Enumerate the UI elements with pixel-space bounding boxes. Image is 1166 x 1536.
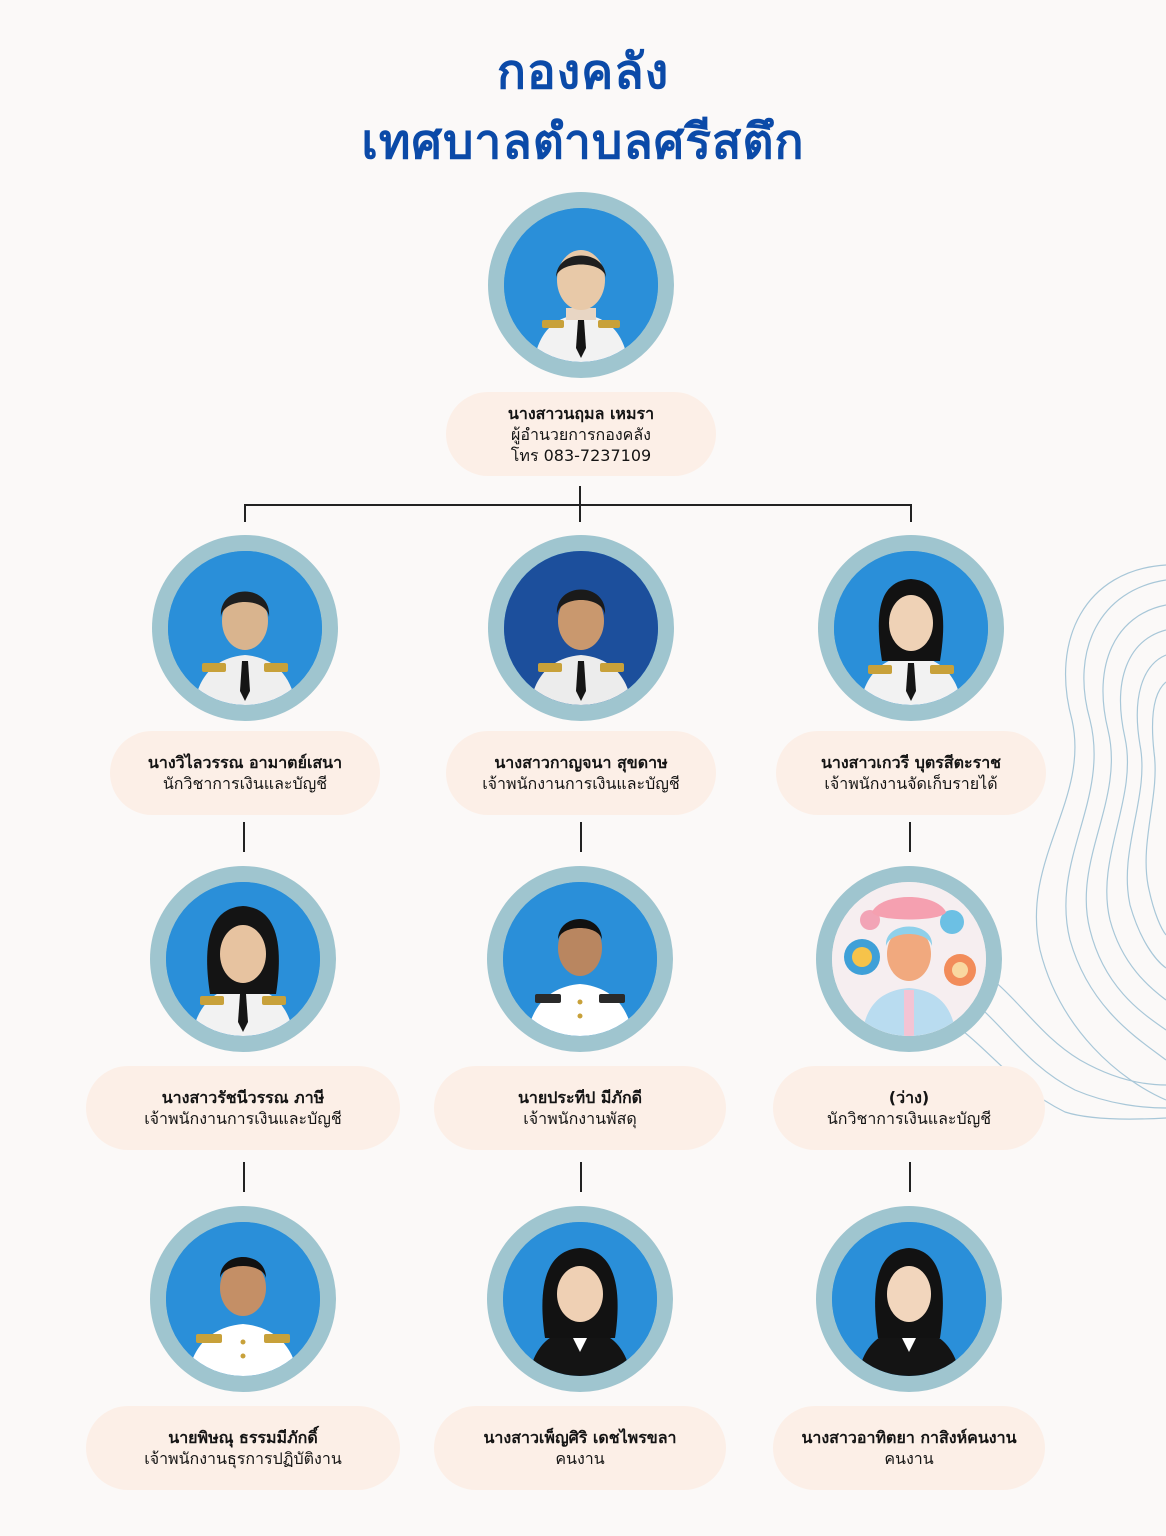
avatar — [816, 866, 1002, 1052]
avatar — [150, 1206, 336, 1392]
connector-line — [243, 822, 245, 852]
staff-node: นางสาวกาญจนา สุขดาษ เจ้าพนักงานการเงินแล… — [446, 535, 716, 815]
person-card: (ว่าง) นักวิชาการเงินและบัญชี — [773, 1066, 1045, 1150]
staff-node: นายประทีป มีภักดี เจ้าพนักงานพัสดุ — [434, 866, 726, 1150]
person-phone: โทร 083-7237109 — [510, 445, 652, 465]
avatar — [488, 535, 674, 721]
connector-line — [244, 504, 911, 506]
person-card: นางสาวเกวรี บุตรสีตะราช เจ้าพนักงานจัดเก… — [776, 731, 1046, 815]
portrait-photo — [503, 1222, 657, 1376]
person-card: นางสาวอาทิตยา กาสิงห์คนงาน คนงาน — [773, 1406, 1045, 1490]
person-role: ผู้อำนวยการกองคลัง — [511, 424, 651, 444]
person-name: นางสาวรัชนีวรรณ ภาษี — [161, 1088, 325, 1107]
person-name: นางสาวเกวรี บุตรสีตะราช — [820, 753, 1002, 772]
person-card: นางสาวเพ็ญศิริ เดชไพรขลา คนงาน — [434, 1406, 726, 1490]
portrait-photo — [168, 551, 322, 705]
staff-node: (ว่าง) นักวิชาการเงินและบัญชี — [773, 866, 1045, 1150]
page-title: กองคลัง — [496, 44, 670, 100]
avatar — [487, 866, 673, 1052]
connector-line — [909, 822, 911, 852]
avatar — [150, 866, 336, 1052]
person-role: เจ้าพนักงานธุรการปฏิบัติงาน — [144, 1449, 342, 1468]
avatar — [816, 1206, 1002, 1392]
person-role: เจ้าพนักงานการเงินและบัญชี — [144, 1109, 342, 1128]
portrait-photo — [504, 208, 658, 362]
person-name: นางสาวกาญจนา สุขดาษ — [494, 753, 668, 772]
person-role: เจ้าพนักงานการเงินและบัญชี — [482, 774, 680, 793]
staff-node: นางสาวอาทิตยา กาสิงห์คนงาน คนงาน — [773, 1206, 1045, 1490]
staff-node: นางสาวรัชนีวรรณ ภาษี เจ้าพนักงานการเงินแ… — [86, 866, 400, 1150]
staff-node: นางวิไลวรรณ อามาตย์เสนา นักวิชาการเงินแล… — [110, 535, 380, 815]
connector-line — [580, 822, 582, 852]
person-name: นายพิษณุ ธรรมมีภักดิ์ — [168, 1428, 318, 1447]
person-name: นางวิไลวรรณ อามาตย์เสนา — [147, 753, 343, 772]
person-card: นางสาวรัชนีวรรณ ภาษี เจ้าพนักงานการเงินแ… — [86, 1066, 400, 1150]
person-card: นายพิษณุ ธรรมมีภักดิ์ เจ้าพนักงานธุรการป… — [86, 1406, 400, 1490]
page-subtitle: เทศบาลตำบลศรีสตึก — [361, 114, 805, 170]
avatar — [152, 535, 338, 721]
portrait-photo — [832, 1222, 986, 1376]
connector-line — [243, 1162, 245, 1192]
person-card: นางสาวนฤมล เหมรา ผู้อำนวยการกองคลัง โทร … — [446, 392, 716, 476]
avatar — [487, 1206, 673, 1392]
person-card: นางวิไลวรรณ อามาตย์เสนา นักวิชาการเงินแล… — [110, 731, 380, 815]
person-role: นักวิชาการเงินและบัญชี — [162, 774, 328, 793]
portrait-photo — [503, 882, 657, 1036]
person-role: คนงาน — [884, 1449, 934, 1468]
person-role: เจ้าพนักงานจัดเก็บรายได้ — [824, 774, 998, 793]
connector-line — [909, 1162, 911, 1192]
person-card: นางสาวกาญจนา สุขดาษ เจ้าพนักงานการเงินแล… — [446, 731, 716, 815]
vacant-illustration — [832, 882, 986, 1036]
portrait-photo — [834, 551, 988, 705]
person-role: นักวิชาการเงินและบัญชี — [826, 1109, 992, 1128]
connector-line — [244, 504, 246, 522]
avatar — [488, 192, 674, 378]
portrait-photo — [166, 1222, 320, 1376]
staff-node: นางสาวเพ็ญศิริ เดชไพรขลา คนงาน — [434, 1206, 726, 1490]
person-role: คนงาน — [555, 1449, 605, 1468]
person-name: นางสาวอาทิตยา กาสิงห์คนงาน — [801, 1428, 1017, 1447]
person-role: เจ้าพนักงานพัสดุ — [523, 1109, 637, 1128]
portrait-photo — [504, 551, 658, 705]
portrait-photo — [166, 882, 320, 1036]
connector-line — [580, 1162, 582, 1192]
staff-node: นายพิษณุ ธรรมมีภักดิ์ เจ้าพนักงานธุรการป… — [86, 1206, 400, 1490]
person-name: นางสาวเพ็ญศิริ เดชไพรขลา — [483, 1428, 677, 1447]
staff-node: นางสาวเกวรี บุตรสีตะราช เจ้าพนักงานจัดเก… — [776, 535, 1046, 815]
avatar — [818, 535, 1004, 721]
person-name: (ว่าง) — [888, 1088, 930, 1107]
connector-line — [910, 504, 912, 522]
director-node: นางสาวนฤมล เหมรา ผู้อำนวยการกองคลัง โทร … — [446, 192, 716, 476]
person-card: นายประทีป มีภักดี เจ้าพนักงานพัสดุ — [434, 1066, 726, 1150]
person-name: นายประทีป มีภักดี — [517, 1088, 643, 1107]
person-name: นางสาวนฤมล เหมรา — [507, 403, 655, 423]
